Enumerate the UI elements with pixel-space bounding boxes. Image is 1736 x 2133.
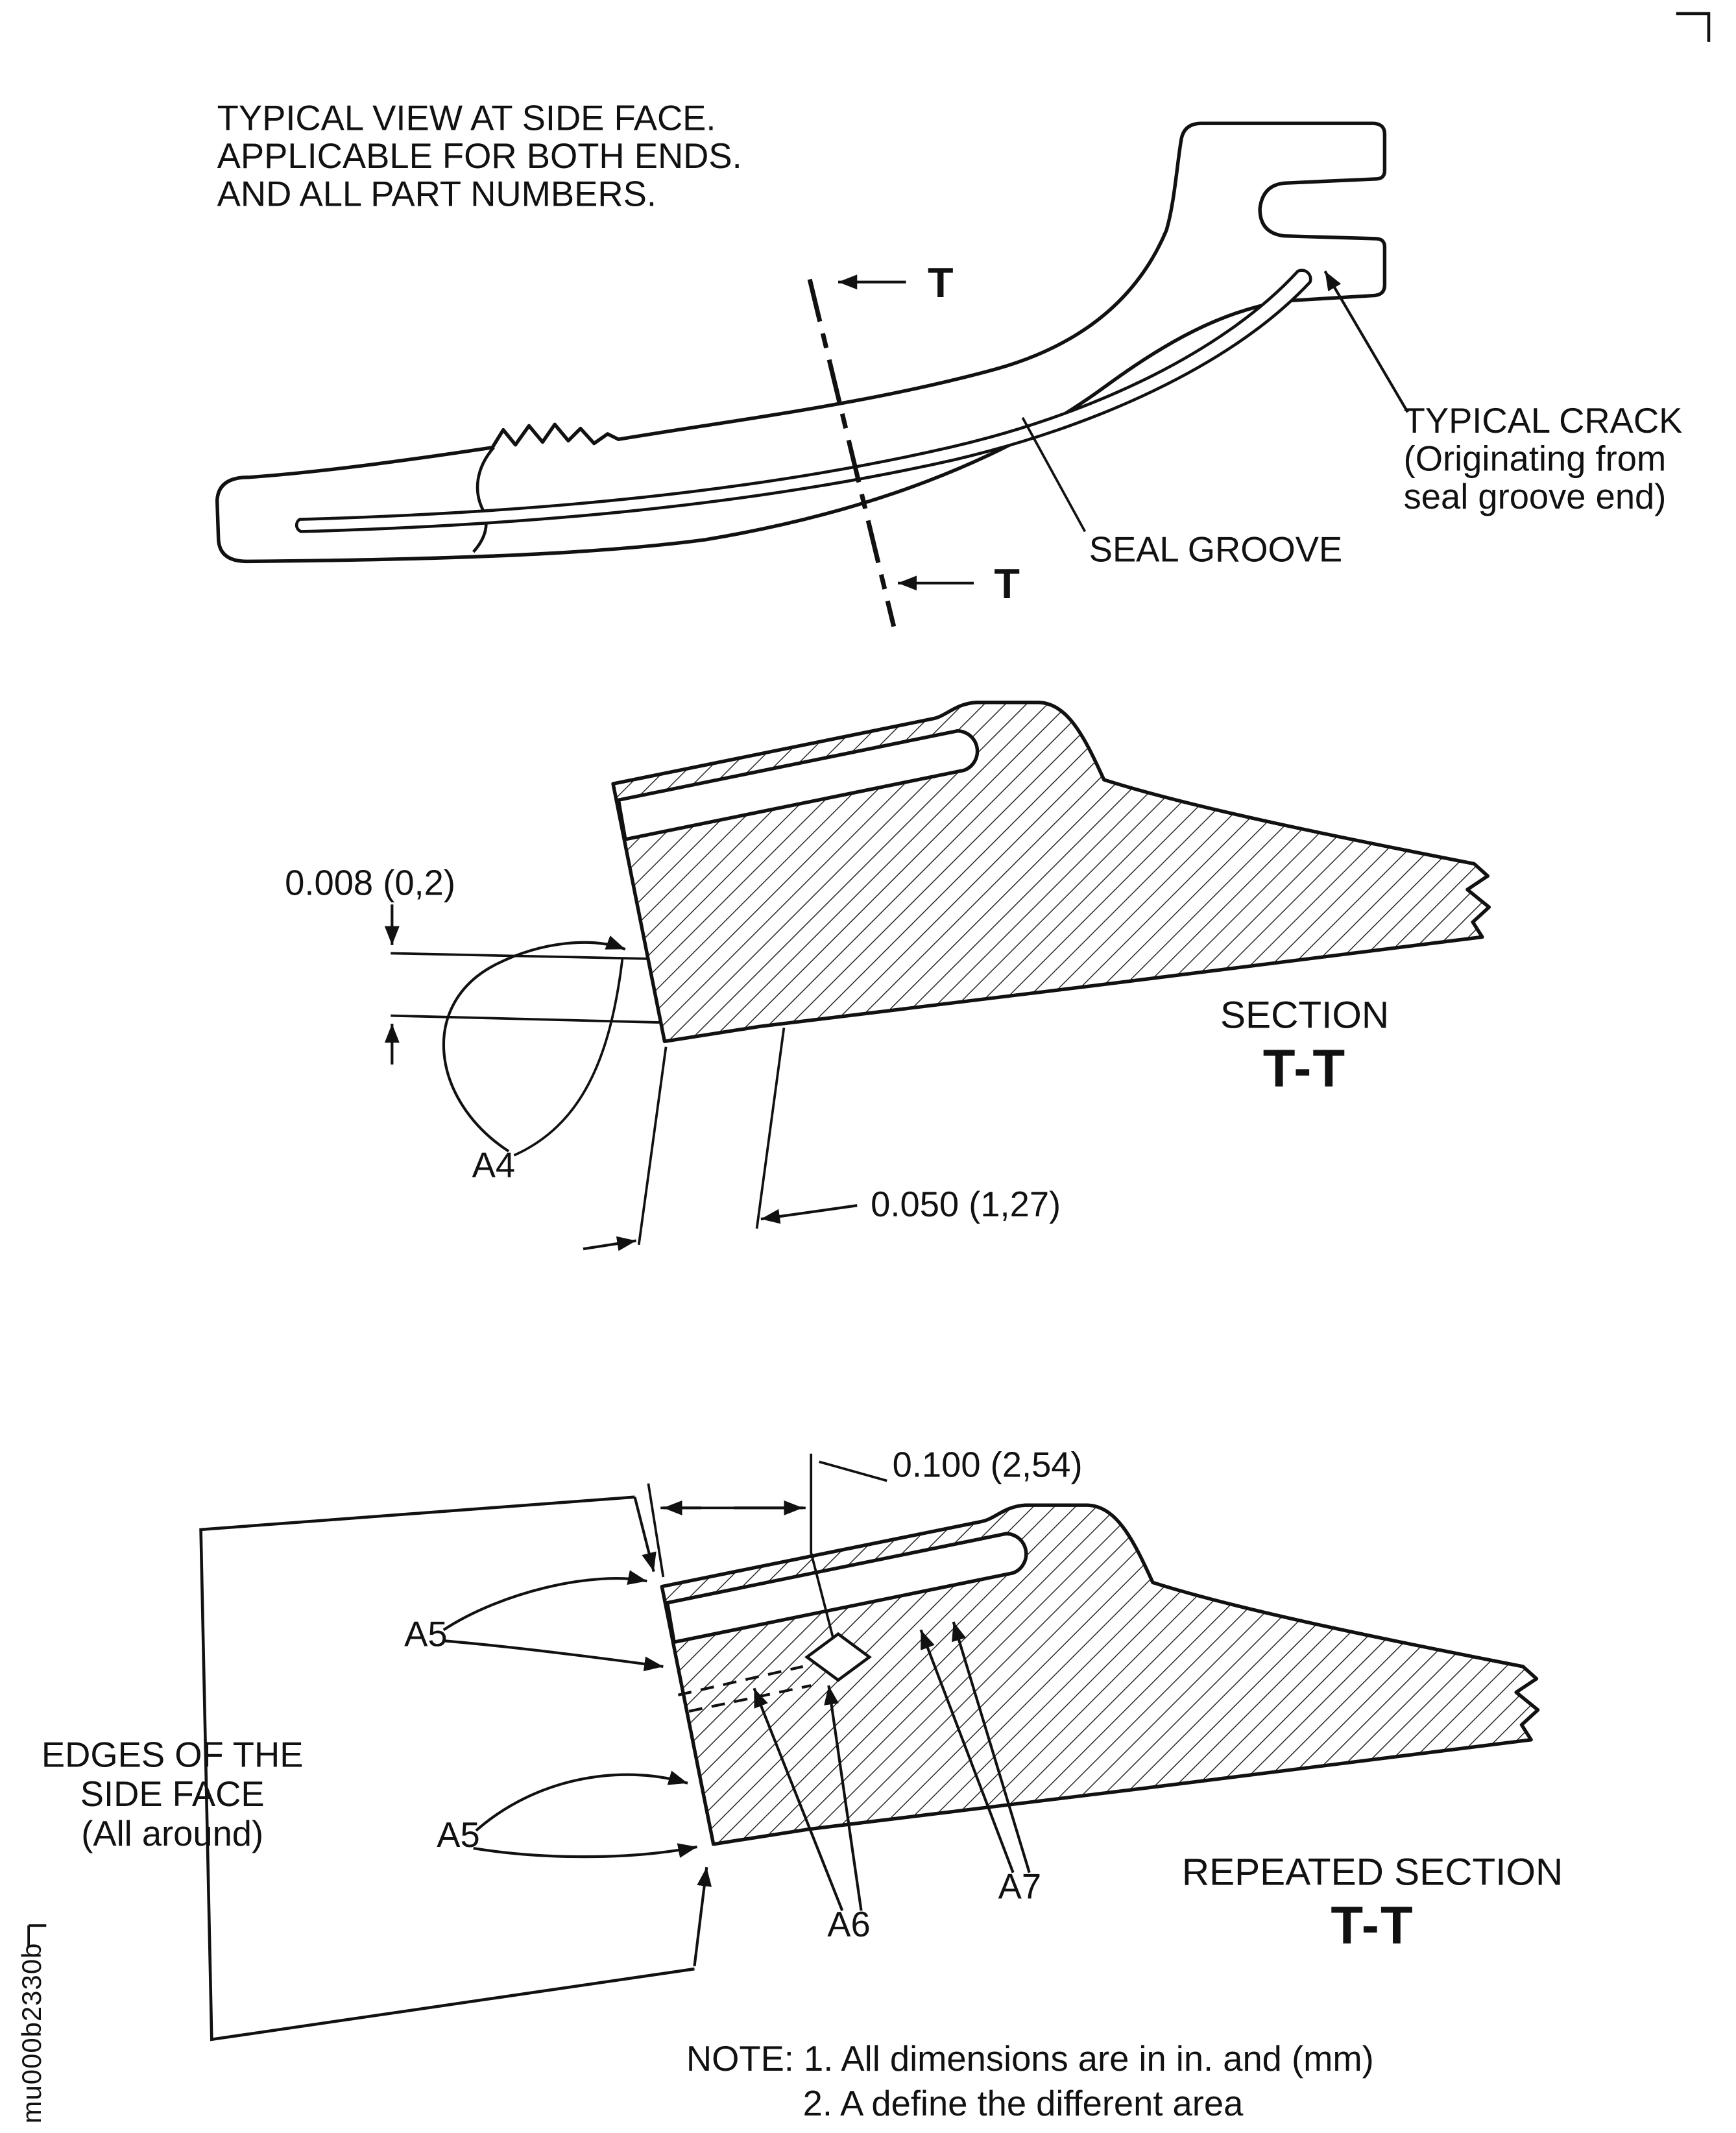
a5-upper-label: A5	[404, 1615, 447, 1654]
dim-0050-ext2	[755, 1028, 786, 1229]
repeated-section-body	[662, 1505, 1537, 1844]
note-line2: 2. A define the different area	[803, 2084, 1244, 2123]
a5-lower-label: A5	[437, 1815, 479, 1855]
edges-label-line2: SIDE FACE	[80, 1774, 265, 1814]
dim-0050-arrow-left	[583, 1236, 636, 1251]
top-caption-line1: TYPICAL VIEW AT SIDE FACE.	[217, 99, 716, 138]
side-face-arrow-top	[633, 1497, 657, 1573]
a7-leader-2	[952, 1621, 1031, 1874]
seal-groove-leader	[1021, 416, 1087, 533]
dim-0100-text: 0.100 (2,54)	[893, 1445, 1083, 1484]
a6-leader-2	[824, 1685, 863, 1911]
edges-label-line3: (All around)	[81, 1814, 263, 1853]
a4-lasso-return	[513, 957, 624, 1157]
dim-0050-arrow-right	[760, 1204, 858, 1224]
blend-dashed-line2	[688, 1684, 812, 1713]
crack-label-line3: seal groove end)	[1404, 477, 1667, 516]
section-title-word: SECTION	[1220, 994, 1389, 1036]
dim-0008-text: 0.008 (0,2)	[285, 863, 455, 903]
a6-label: A6	[827, 1905, 870, 1944]
dim-0050-text: 0.050 (1,27)	[871, 1185, 1061, 1224]
notes-block: NOTE: 1. All dimensions are in in. and (…	[686, 2039, 1374, 2123]
a7-leader-1	[919, 1629, 1015, 1874]
edges-label-line1: EDGES OF THE	[42, 1735, 304, 1775]
a5-upper-lasso-1	[442, 1570, 647, 1632]
part-side-view-outline	[215, 121, 1387, 564]
cut-letter-bottom: T	[994, 560, 1020, 607]
cut-letter-top: T	[928, 259, 954, 306]
dim-0008-line-upper	[391, 952, 647, 960]
dim-0050-ext1	[637, 1046, 668, 1246]
side-face-arrow-bottom	[693, 1867, 712, 1967]
blend-diamond-marker	[804, 1632, 872, 1682]
crack-leader	[1323, 270, 1409, 413]
doc-number-block: mu000b2330b	[16, 1924, 47, 2124]
section-cut-line	[807, 278, 897, 627]
a5-lower-lasso-2	[473, 1843, 698, 1859]
corner-mark	[1676, 12, 1711, 42]
doc-number: mu000b2330b	[16, 1943, 47, 2124]
note-line1: NOTE: 1. All dimensions are in in. and (…	[686, 2039, 1374, 2079]
dim-0008-line-lower	[391, 1014, 660, 1024]
dim-0100-ext2	[810, 1453, 834, 1637]
a4-label: A4	[472, 1145, 515, 1185]
top-caption-line2: APPLICABLE FOR BOTH ENDS.	[217, 136, 742, 176]
section-body	[613, 703, 1489, 1042]
dim-0100-ext1	[647, 1483, 665, 1578]
a7-label: A7	[998, 1866, 1041, 1906]
a5-lower-lasso-1	[475, 1770, 688, 1832]
doc-number-bracket	[27, 1924, 47, 1947]
repeated-section-tt: 0.100 (2,54) A5 A5 A6 A7 EDGES OF THE SI…	[42, 1445, 1563, 2042]
side-face-plane	[199, 1495, 695, 2042]
section-title-letters: T-T	[1263, 1039, 1347, 1098]
repeated-title-word: REPEATED SECTION	[1182, 1851, 1563, 1893]
seal-groove-slot	[295, 269, 1312, 533]
crack-label-line2: (Originating from	[1404, 439, 1667, 478]
crack-label-line1: TYPICAL CRACK	[1404, 401, 1683, 440]
seal-groove-label: SEAL GROOVE	[1089, 529, 1342, 569]
a6-leader-1	[753, 1687, 844, 1911]
repeated-title-letters: T-T	[1331, 1896, 1414, 1955]
top-view: TYPICAL VIEW AT SIDE FACE. APPLICABLE FO…	[215, 99, 1683, 627]
top-caption-line3: AND ALL PART NUMBERS.	[217, 175, 657, 214]
dim-0100-leader	[819, 1460, 887, 1482]
a4-lasso	[442, 935, 626, 1153]
a5-upper-lasso-2	[443, 1639, 664, 1672]
section-tt: 0.008 (0,2) A4 0.050 (1,27) SECTION T-T	[285, 703, 1489, 1251]
